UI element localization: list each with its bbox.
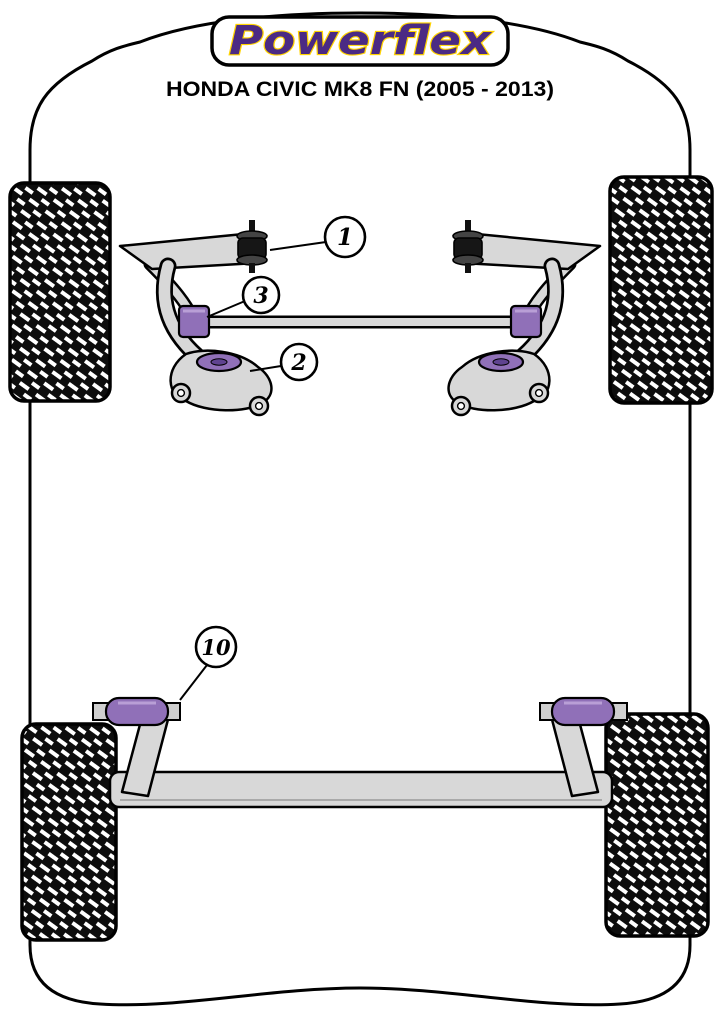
vehicle-title: HONDA CIVIC MK8 FN (2005 - 2013) — [166, 78, 554, 101]
callout-1-circle — [323, 215, 367, 259]
car-body-outline — [28, 11, 692, 1007]
callout-3: 3 — [206, 275, 281, 318]
logo-box — [210, 15, 510, 67]
rear-beam-front-bush-left — [104, 696, 170, 727]
callout-2: 2 — [249, 342, 319, 382]
callout-3-circle — [241, 275, 281, 315]
tire-front-left — [8, 181, 112, 403]
tire-front-right — [608, 175, 714, 405]
callout-10-label: 10 — [201, 635, 231, 660]
bush1-bolt-bottom — [249, 263, 255, 273]
callout-10: 10 — [179, 625, 238, 701]
ear-hole-a — [176, 388, 186, 398]
callout-2-label: 2 — [290, 350, 306, 376]
front-left-assembly — [118, 220, 273, 417]
tire-rear-left — [20, 722, 118, 942]
front-suspension — [118, 220, 600, 417]
header: Powerflex HONDA CIVIC MK8 FN (2005 - 201… — [166, 15, 554, 101]
ear-hole-b — [254, 401, 264, 411]
powerflex-logo: Powerflex — [229, 18, 492, 64]
rear-suspension — [92, 696, 629, 809]
leader-line-3 — [206, 300, 246, 318]
rear-trailing-arm-left — [92, 696, 181, 798]
callout-1-label: 1 — [337, 224, 353, 251]
callout-3-label: 3 — [253, 283, 268, 309]
bush-center-left — [210, 358, 228, 366]
callout-2-circle — [279, 342, 319, 382]
leader-line-2 — [249, 365, 282, 372]
callouts: 1 3 2 10 — [179, 215, 367, 701]
drop-link-bush-left — [236, 220, 268, 273]
callout-1: 1 — [269, 215, 367, 259]
callout-10-circle — [194, 625, 238, 669]
bush1-bolt-top — [249, 220, 255, 234]
leader-line-10 — [179, 664, 208, 701]
anti-roll-bar-bush-left — [177, 304, 211, 339]
tire-rear-right — [604, 712, 710, 938]
rear-beam-axle — [108, 770, 614, 809]
leader-line-1 — [269, 241, 327, 251]
